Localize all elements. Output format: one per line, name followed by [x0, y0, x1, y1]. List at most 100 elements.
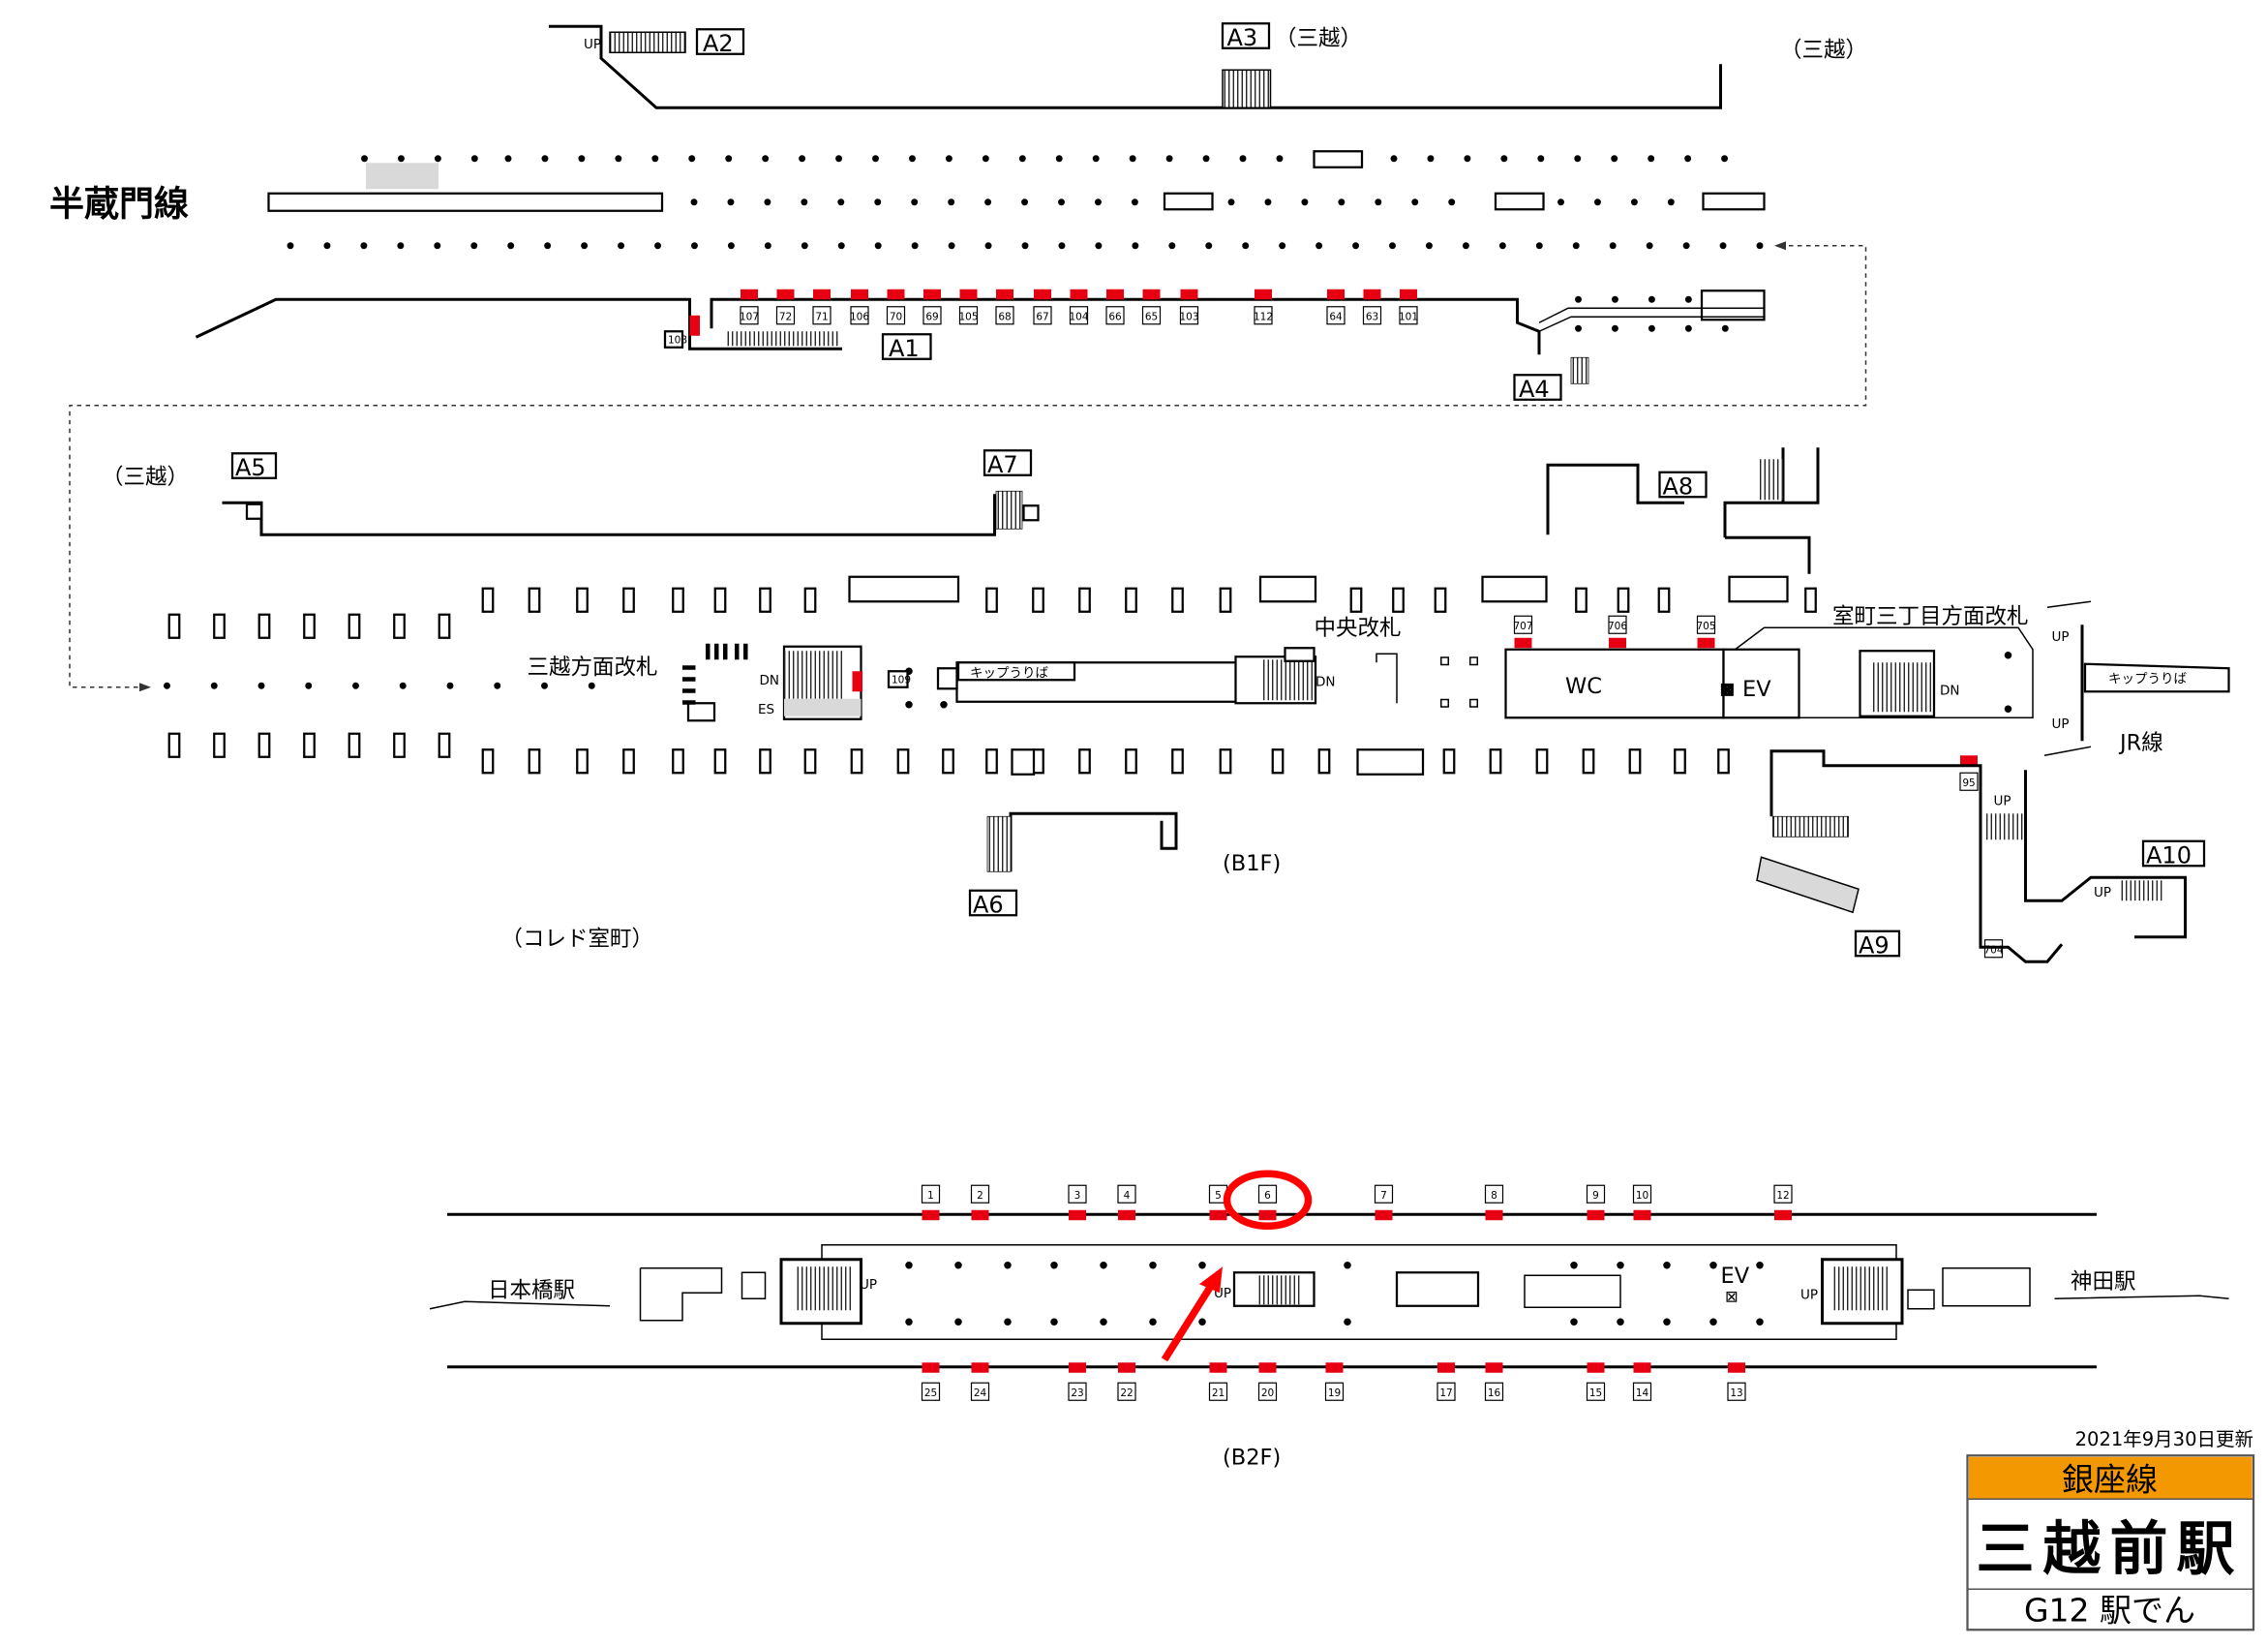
pillar [713, 748, 727, 775]
car-position-label: 106 [850, 311, 869, 322]
pillar [257, 613, 271, 639]
car-position-box [1033, 306, 1052, 325]
pillar-dot [1132, 242, 1139, 250]
pillar-dot [1202, 155, 1210, 163]
pillar-dot [801, 198, 808, 206]
car-marker [922, 1209, 940, 1221]
pillar-dot [1411, 198, 1419, 206]
pillar-dot [1684, 295, 1692, 303]
up-label: UP [2052, 629, 2070, 645]
pillar-dot [905, 1318, 913, 1326]
pillar-dot [588, 682, 595, 689]
pillar-dot [578, 155, 586, 163]
pillar-dot [1004, 1262, 1012, 1269]
exit-a10-box[interactable] [2141, 839, 2206, 868]
pillar-dot [1149, 1318, 1157, 1326]
exit-a1-label: A1 [889, 335, 920, 362]
exit-a5-box[interactable] [230, 452, 278, 479]
car-position-label: 13 [1730, 1387, 1742, 1399]
a6-passage [1009, 811, 1178, 872]
pillar-dot [948, 242, 955, 250]
station-code: G12 駅でん [2024, 1591, 2195, 1629]
kanda-station-label: 神田駅 [2071, 1269, 2136, 1295]
car-position-label: 68 [998, 311, 1011, 322]
pillar-dot [1709, 1318, 1717, 1326]
pillar-dot [494, 682, 501, 689]
pillar-dot [691, 242, 698, 250]
pillar-dot [1630, 198, 1638, 206]
exit-a2-box[interactable] [695, 28, 745, 55]
pillar-dot [1646, 242, 1653, 250]
pillar-dot [1663, 1262, 1671, 1269]
car-position-box [1608, 615, 1627, 634]
exit-a6-box[interactable] [968, 889, 1018, 917]
pillar-dot [1389, 242, 1396, 250]
pillar-dot [1344, 1318, 1351, 1326]
exit-a9-box[interactable] [1854, 930, 1901, 958]
car-position-box [1727, 1382, 1746, 1401]
pillar [167, 732, 181, 758]
elevator-block[interactable] [1722, 648, 1800, 719]
exit-a1-box[interactable] [881, 333, 932, 360]
platform-block [1524, 1274, 1621, 1308]
pillar-dot [1594, 198, 1601, 206]
exit-a7-box[interactable] [983, 449, 1033, 476]
car-position-label: 10 [1636, 1190, 1648, 1202]
line-name: 銀座線 [2062, 1460, 2158, 1498]
car-position-label: 105 [958, 311, 978, 322]
hanzomon-line-label: 半蔵門線 [49, 184, 189, 224]
pillar [1442, 748, 1456, 775]
a10-passage [2024, 770, 2187, 939]
car-position-box [850, 306, 869, 325]
b1f-mitsukoshi-label: （三越） [102, 465, 189, 490]
up-label: UP [1994, 793, 2011, 808]
pillar-dot [257, 682, 265, 689]
station-name: 三越前駅 [1977, 1515, 2244, 1583]
ticket-office-1-label: キップうりば [970, 665, 1048, 681]
ticket-office-1[interactable] [956, 661, 1076, 682]
car-position-box [1117, 1184, 1136, 1204]
pillar-dot [909, 155, 916, 163]
car-position-box [1696, 615, 1716, 634]
car-marker [1327, 289, 1345, 300]
pillar-small [1469, 698, 1478, 708]
car-position-label: 706 [1608, 621, 1627, 632]
pillar-dot [1684, 324, 1692, 332]
a1-stairs [726, 331, 839, 347]
a9-escalator [1756, 856, 1860, 914]
car-position-box [1586, 1184, 1606, 1204]
pillar-dot [1058, 242, 1066, 250]
car-marker [1255, 289, 1272, 300]
exit-a4-box[interactable] [1513, 374, 1562, 401]
pillar-dot [1570, 1318, 1578, 1326]
exit-a7-label: A7 [987, 451, 1018, 478]
ticket-office-2[interactable] [2083, 662, 2230, 693]
wc-block[interactable] [1504, 648, 1725, 719]
pillar-dot [210, 682, 218, 689]
pillar-dot [801, 242, 808, 250]
pillar-dot [1095, 198, 1102, 206]
pillar-dot [1055, 155, 1063, 163]
car-position-box [1959, 772, 1979, 791]
exit-a3-label: A3 [1227, 24, 1258, 51]
car-position-label: 7 [1380, 1190, 1387, 1202]
exit-a3-box[interactable] [1221, 22, 1271, 49]
jr-line-label: JR線 [2118, 730, 2163, 755]
car-position-box [1436, 1382, 1456, 1401]
pillar-block [1258, 575, 1317, 603]
arrow-icon [1199, 1266, 1223, 1294]
pillar-dot [1352, 242, 1359, 250]
pillar-dot [2004, 705, 2012, 713]
pillar [1271, 748, 1285, 775]
car-position-label: 14 [1636, 1387, 1649, 1399]
pillar-dot [1100, 1262, 1107, 1269]
pillar-dot [615, 155, 622, 163]
ginza-line-band [1969, 1456, 2253, 1500]
mitsukoshi-right-label: （三越） [1780, 38, 1867, 63]
exit-a8-box[interactable] [1658, 471, 1708, 499]
pillar [438, 732, 451, 758]
pillar-dot [911, 242, 919, 250]
pillar-dot [1165, 155, 1173, 163]
ev-label: EV [1742, 677, 1771, 702]
b2f-pillars [905, 1262, 1764, 1326]
